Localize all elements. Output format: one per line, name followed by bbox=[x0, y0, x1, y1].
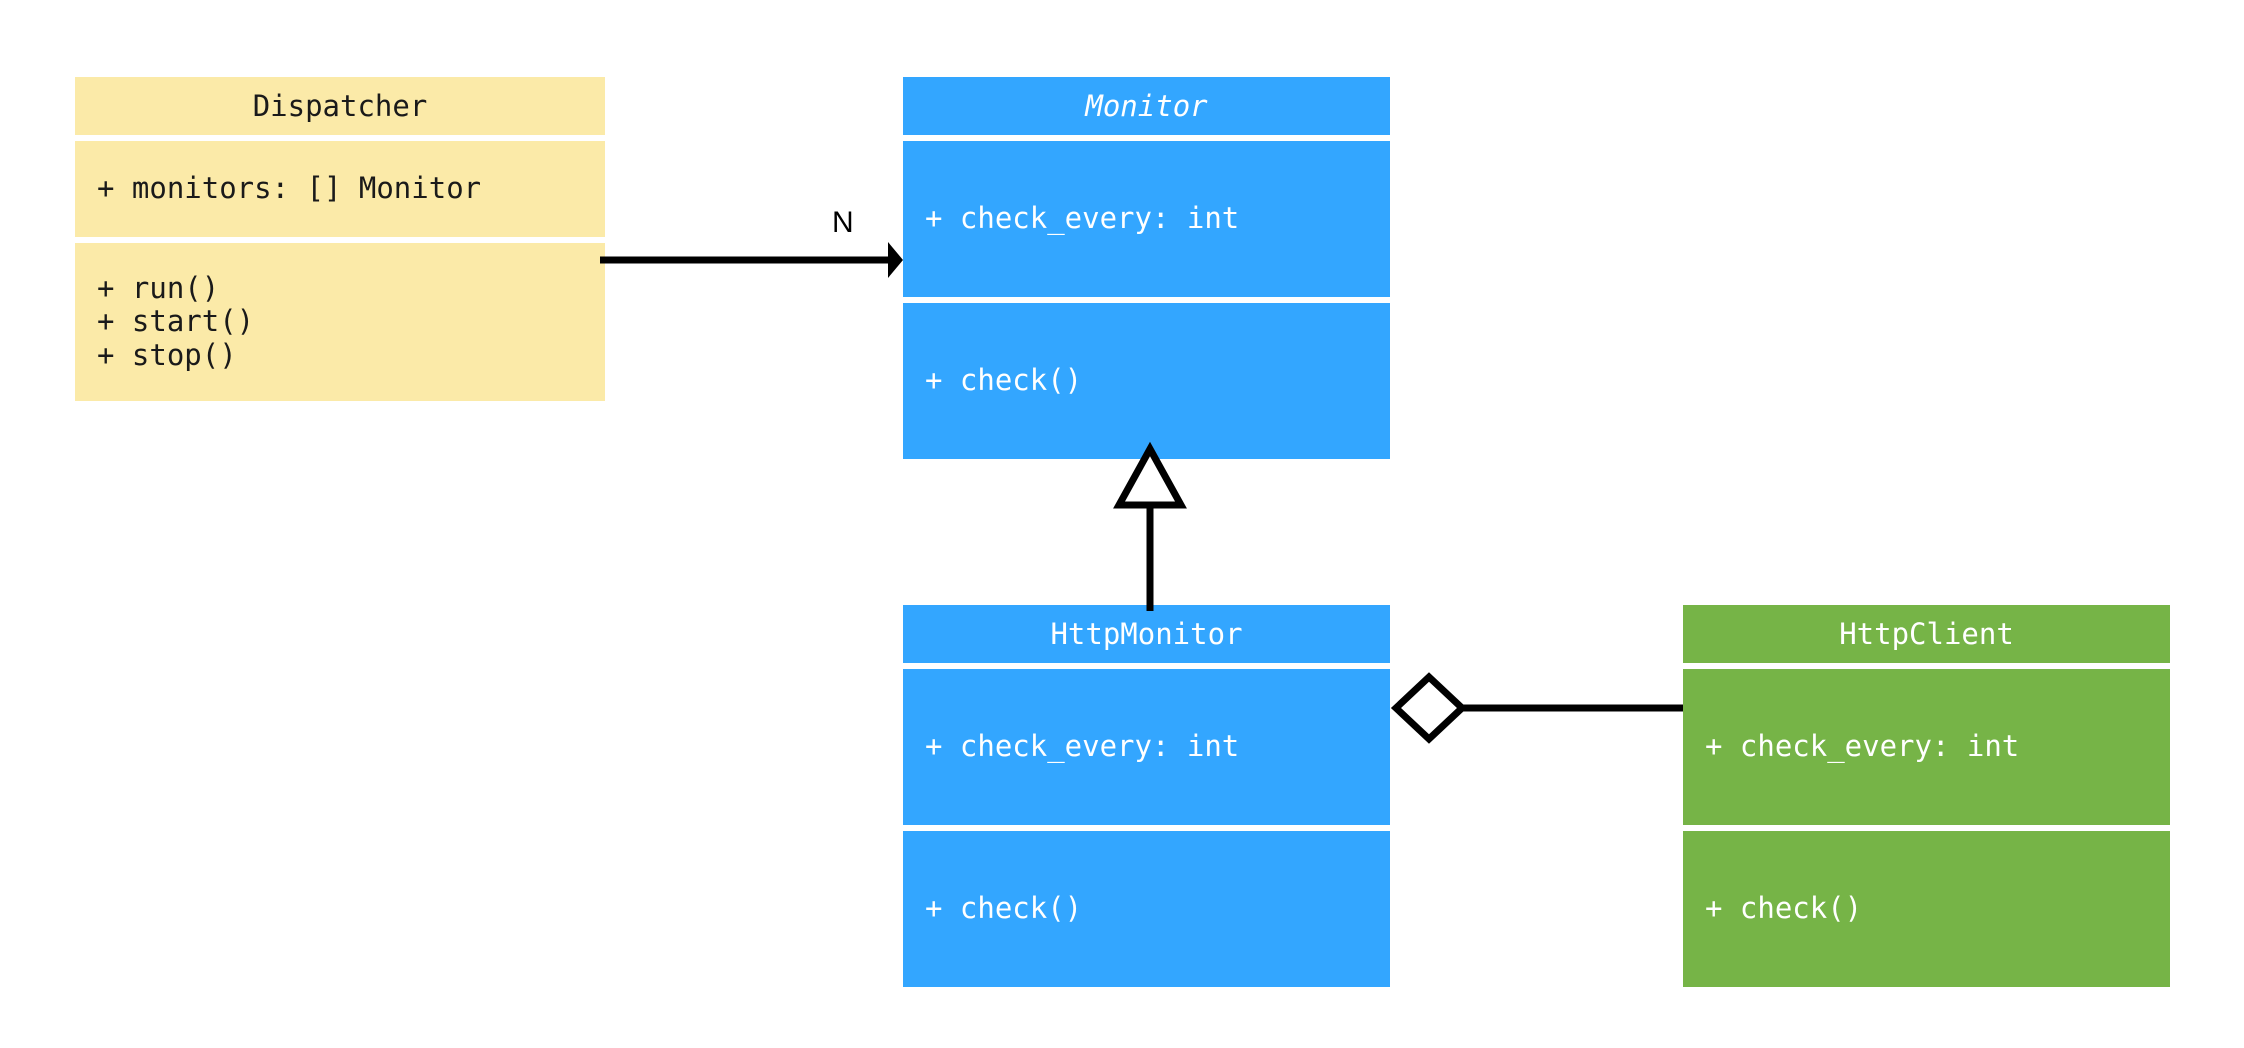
attribute-row: + monitors: [] Monitor bbox=[97, 171, 482, 206]
class-name-dispatcher: Dispatcher bbox=[252, 89, 428, 123]
generalization-httpmonitor-to-monitor bbox=[1113, 441, 1187, 611]
class-name-monitor: Monitor bbox=[1085, 89, 1208, 123]
method-row: + stop() bbox=[97, 337, 237, 372]
method-row: + start() bbox=[97, 304, 255, 339]
class-methods-compartment: + check() bbox=[903, 831, 1390, 987]
class-methods-compartment: + run() + start() + stop() bbox=[75, 243, 605, 401]
hollow-diamond-icon bbox=[1390, 672, 1468, 744]
uml-class-httpclient[interactable]: HttpClient + check_every: int + check() bbox=[1683, 605, 2170, 987]
aggregation-httpmonitor-to-httpclient bbox=[1390, 672, 1683, 744]
class-attributes-compartment: + check_every: int bbox=[903, 141, 1390, 297]
class-methods-compartment: + check() bbox=[903, 303, 1390, 459]
method-row: + check() bbox=[925, 363, 1083, 398]
uml-class-monitor[interactable]: Monitor + check_every: int + check() bbox=[903, 77, 1390, 459]
class-title-compartment: Dispatcher bbox=[75, 77, 605, 135]
association-dispatcher-to-monitor bbox=[600, 242, 903, 278]
hollow-triangle-arrowhead-icon bbox=[1113, 441, 1187, 509]
method-row: + run() bbox=[97, 270, 220, 305]
class-name-httpmonitor: HttpMonitor bbox=[1050, 617, 1243, 651]
uml-class-dispatcher[interactable]: Dispatcher + monitors: [] Monitor + run(… bbox=[75, 77, 605, 401]
class-name-httpclient: HttpClient bbox=[1839, 617, 2014, 651]
class-title-compartment: HttpMonitor bbox=[903, 605, 1390, 663]
class-title-compartment: Monitor bbox=[903, 77, 1390, 135]
method-row: + check() bbox=[1705, 891, 1863, 926]
association-multiplicity-label: N bbox=[832, 206, 854, 239]
attribute-row: + check_every: int bbox=[1705, 729, 2020, 764]
class-attributes-compartment: + check_every: int bbox=[903, 669, 1390, 825]
uml-class-httpmonitor[interactable]: HttpMonitor + check_every: int + check() bbox=[903, 605, 1390, 987]
attribute-row: + check_every: int bbox=[925, 729, 1240, 764]
class-attributes-compartment: + check_every: int bbox=[1683, 669, 2170, 825]
method-row: + check() bbox=[925, 891, 1083, 926]
attribute-row: + check_every: int bbox=[925, 201, 1240, 236]
class-title-compartment: HttpClient bbox=[1683, 605, 2170, 663]
class-attributes-compartment: + monitors: [] Monitor bbox=[75, 141, 605, 237]
filled-arrowhead-icon bbox=[888, 242, 903, 278]
class-methods-compartment: + check() bbox=[1683, 831, 2170, 987]
